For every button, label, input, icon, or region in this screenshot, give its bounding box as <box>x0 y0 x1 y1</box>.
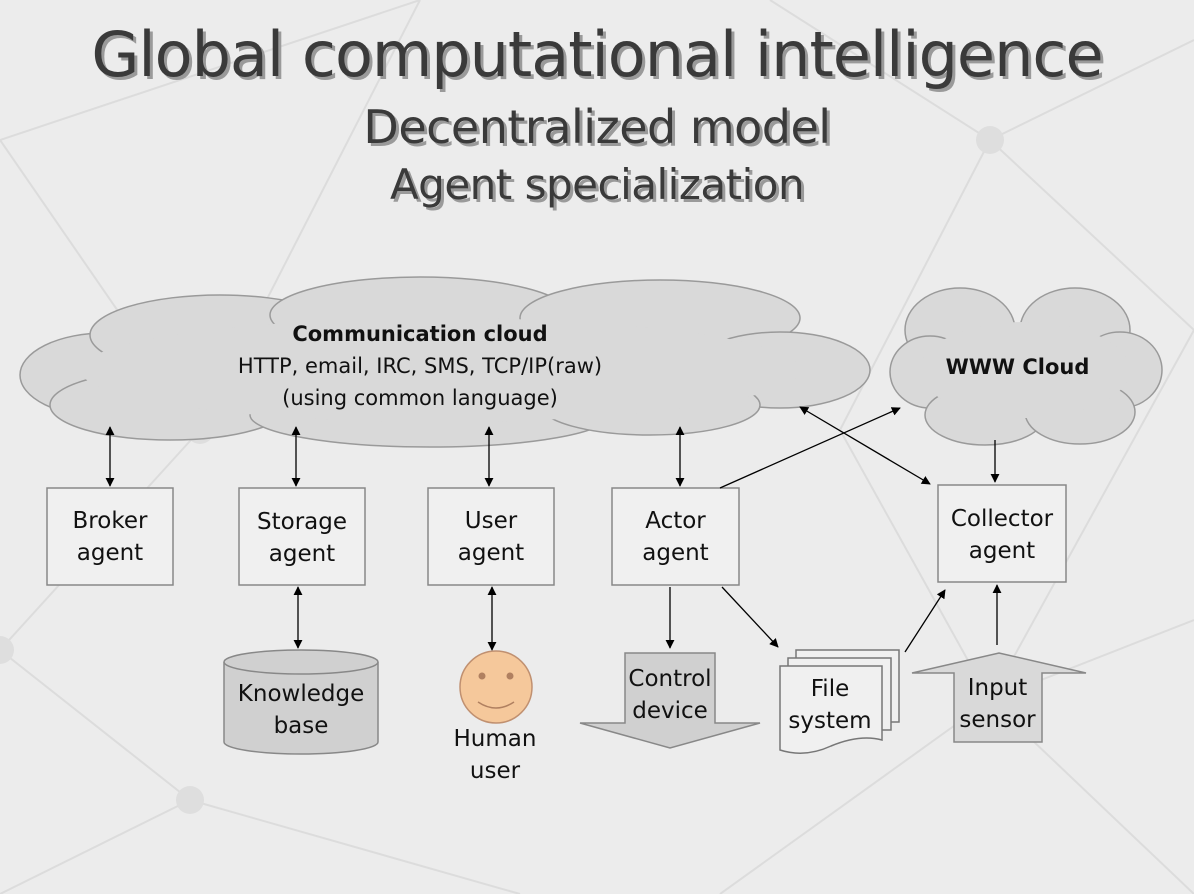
human-user-line1: Human <box>453 726 537 752</box>
file-system-label: File system <box>775 673 885 737</box>
actor-agent-line2: agent <box>642 540 709 566</box>
filesystem-collector-connector <box>904 589 946 653</box>
actor-agent-box <box>611 487 740 586</box>
page-subtitle-model: Decentralized model <box>363 100 831 154</box>
storage-agent-line2: agent <box>268 541 336 567</box>
actor-filesystem-connector <box>721 586 779 648</box>
communication-cloud-protocols: HTTP, email, IRC, SMS, TCP/IP(raw) <box>237 354 603 378</box>
broker-agent-line1: Broker <box>72 508 148 534</box>
human-user-line2: user <box>469 758 521 784</box>
input-sensor-arrow-shape <box>911 652 1087 743</box>
page-title: Global computational intelligence <box>91 18 1103 91</box>
storage-agent-label: Storage agent <box>239 506 365 570</box>
control-device-line1: Control <box>628 666 712 692</box>
user-agent-box <box>427 487 555 586</box>
human-user-icon <box>459 650 533 724</box>
file-system-documents <box>779 649 900 754</box>
user-agent-line2: agent <box>457 540 525 566</box>
user-agent-line1: User <box>464 508 518 534</box>
control-device-label: Control device <box>610 663 730 727</box>
www-cloud <box>889 287 1163 446</box>
knowledge-base-label: Knowledge base <box>224 678 378 742</box>
communication-cloud-language: (using common language) <box>282 386 558 410</box>
storage-agent-box <box>238 487 366 586</box>
collector-agent-label: Collector agent <box>938 503 1066 567</box>
control-device-arrow-shape <box>579 652 761 749</box>
page-subtitle-specialization: Agent specialization <box>389 160 805 209</box>
human-user-label: Human user <box>430 723 560 787</box>
broker-agent-label: Broker agent <box>47 505 173 569</box>
broker-agent-box <box>46 487 174 586</box>
input-sensor-label: Input sensor <box>940 672 1055 736</box>
actor-agent-line1: Actor <box>645 508 706 534</box>
communication-cloud-label: Communication cloud HTTP, email, IRC, SM… <box>170 318 670 414</box>
communication-cloud <box>19 276 871 448</box>
collector-agent-line2: agent <box>968 538 1036 564</box>
www-cloud-title: WWW Cloud <box>945 355 1090 379</box>
file-system-line2: system <box>788 708 872 734</box>
input-sensor-line1: Input <box>967 675 1028 701</box>
input-sensor-line2: sensor <box>959 707 1036 733</box>
communication-cloud-title: Communication cloud <box>292 322 548 346</box>
knowledge-base-cylinder <box>223 649 379 755</box>
control-device-line2: device <box>632 698 708 724</box>
user-agent-label: User agent <box>428 505 554 569</box>
broker-agent-line2: agent <box>76 540 144 566</box>
knowledge-base-line1: Knowledge <box>237 681 365 707</box>
actor-agent-label: Actor agent <box>612 505 739 569</box>
comm-cloud-collector-connector <box>799 406 931 485</box>
file-system-line1: File <box>810 676 850 702</box>
collector-agent-line1: Collector <box>950 506 1054 532</box>
collector-agent-box <box>937 484 1067 583</box>
storage-agent-line1: Storage <box>257 509 347 535</box>
knowledge-base-line2: base <box>273 713 329 739</box>
